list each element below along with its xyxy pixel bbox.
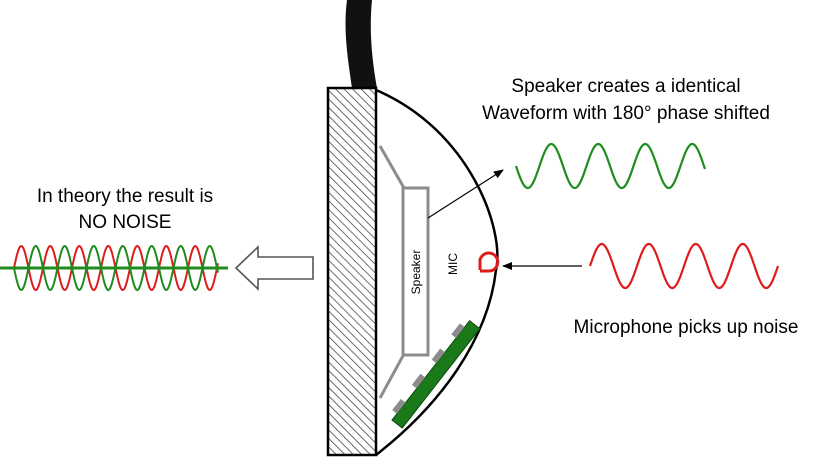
speaker-caption-line2: Waveform with 180° phase shifted — [482, 103, 770, 124]
mic-caption: Microphone picks up noise — [574, 317, 799, 338]
ear-cup-shell — [375, 88, 499, 456]
result-anti-noise-wave — [13, 244, 219, 292]
headphone-housing — [326, 86, 378, 457]
speaker-caption-line1: Speaker creates a identical — [511, 76, 740, 97]
speaker-label: Speaker — [409, 250, 423, 295]
speaker-body — [401, 186, 430, 357]
result-caption-line1: In theory the result is — [37, 186, 213, 207]
anti-noise-output-arrow — [427, 169, 504, 219]
headphone-cable — [345, 0, 377, 88]
mic-label: MIC — [446, 253, 460, 275]
mic-icon — [478, 251, 500, 273]
anti-noise-wave — [514, 142, 707, 190]
hollow-left-arrow-icon — [234, 245, 314, 291]
result-caption-line2: NO NOISE — [79, 212, 172, 233]
noise-wave — [588, 242, 780, 290]
circuit-board — [391, 320, 481, 429]
